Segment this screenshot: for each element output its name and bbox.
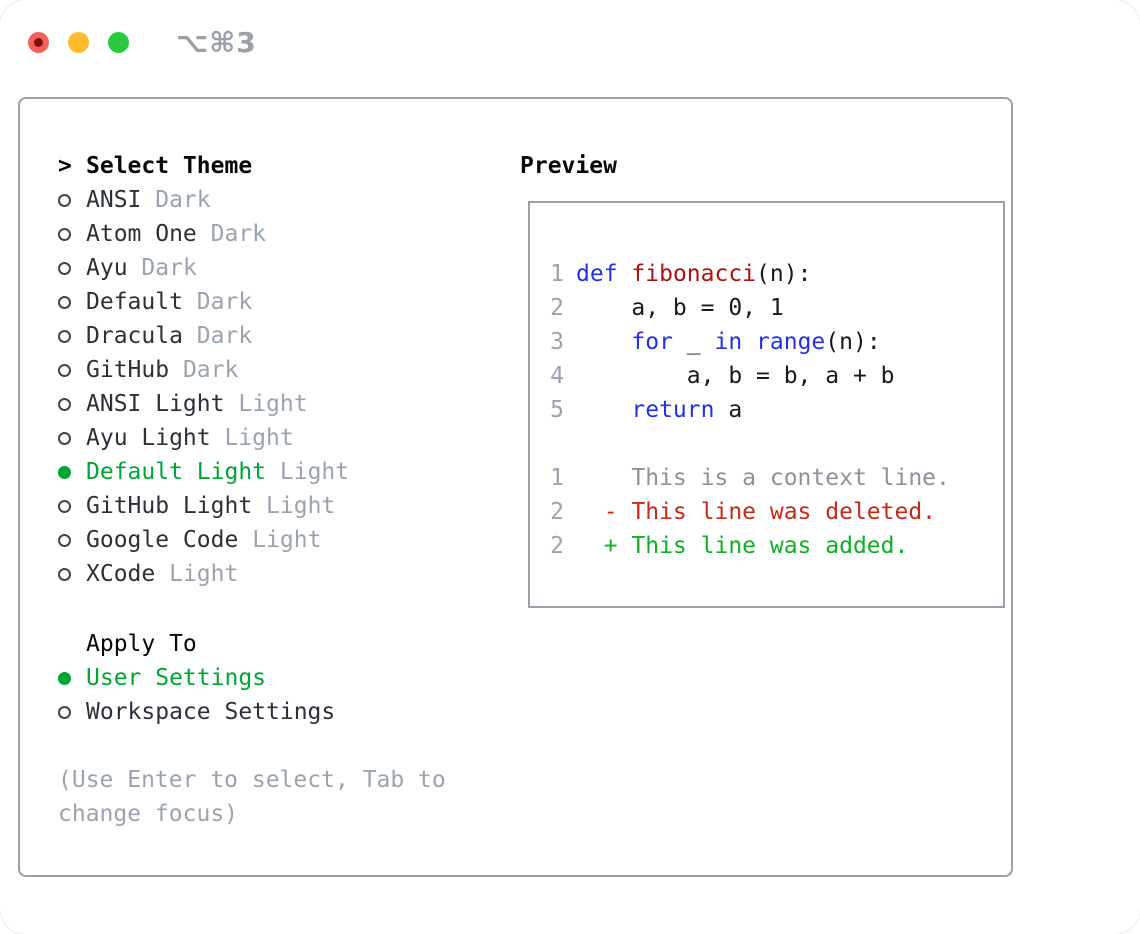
diff-line-deleted: 2 - This line was deleted.	[550, 495, 1003, 529]
theme-option-github-light-light[interactable]: GitHub Light Light	[58, 489, 520, 523]
theme-variant-label: Dark	[182, 357, 239, 383]
preview-diff: 1 This is a context line. 2 - This line …	[550, 461, 1003, 563]
left-column: > Select Theme ANSI Dark Atom One Dark A…	[58, 149, 520, 875]
zoom-button[interactable]	[108, 32, 129, 53]
theme-name-label: Google Code	[86, 527, 239, 553]
code-line: 3 for _ in range(n):	[550, 325, 1003, 359]
minimize-button[interactable]	[68, 32, 89, 53]
theme-variant-label: Dark	[196, 323, 253, 349]
preview-code: 1 def fibonacci(n): 2 a, b = 0, 1 3 for …	[550, 257, 1003, 427]
theme-name-label: Ayu Light	[86, 425, 211, 451]
theme-option-ansi-light-light[interactable]: ANSI Light Light	[58, 387, 520, 421]
theme-variant-label: Dark	[210, 221, 267, 247]
theme-name-label: GitHub	[86, 357, 170, 383]
theme-name-label: Default Light	[86, 459, 267, 485]
apply-to-title-row: Apply To	[58, 627, 520, 661]
radio-icon	[58, 671, 86, 685]
window-shortcut-label: ⌥⌘3	[176, 26, 257, 59]
apply-to-list: User Settings Workspace Settings	[58, 661, 520, 729]
theme-variant-label: Light	[266, 493, 336, 519]
close-dot-icon	[34, 38, 43, 47]
line-number: 4	[550, 363, 564, 389]
theme-list: ANSI Dark Atom One Dark Ayu Dark Default…	[58, 183, 520, 591]
theme-variant-label: Light	[224, 425, 294, 451]
theme-option-ayu-light-light[interactable]: Ayu Light Light	[58, 421, 520, 455]
preview-title-row: Preview	[520, 149, 1005, 183]
preview-box: 1 def fibonacci(n): 2 a, b = 0, 1 3 for …	[528, 201, 1005, 608]
theme-variant-label: Light	[169, 561, 239, 587]
theme-name-label: Default	[86, 289, 183, 315]
line-number: 3	[550, 329, 564, 355]
theme-name-label: ANSI	[86, 187, 142, 213]
code-line: 4 a, b = b, a + b	[550, 359, 1003, 393]
radio-icon	[58, 295, 86, 309]
help-text: (Use Enter to select, Tab to change focu…	[58, 767, 446, 827]
titlebar: ⌥⌘3	[28, 26, 257, 59]
theme-variant-label: Dark	[155, 187, 211, 213]
diff-line-context: 1 This is a context line.	[550, 461, 1003, 495]
radio-icon	[58, 397, 86, 411]
theme-list-title: > Select Theme	[58, 149, 520, 183]
code-line: 2 a, b = 0, 1	[550, 291, 1003, 325]
close-button[interactable]	[28, 32, 49, 53]
apply-option-label: Workspace Settings	[86, 699, 336, 725]
apply-to-heading: Apply To	[86, 631, 197, 657]
radio-icon	[58, 533, 86, 547]
theme-picker-panel: > Select Theme ANSI Dark Atom One Dark A…	[18, 97, 1013, 877]
code-line: 5 return a	[550, 393, 1003, 427]
line-number: 1	[550, 261, 564, 287]
theme-option-default-dark[interactable]: Default Dark	[58, 285, 520, 319]
theme-name-label: Ayu	[86, 255, 128, 281]
line-number: 1	[550, 465, 564, 491]
theme-variant-label: Light	[252, 527, 322, 553]
theme-option-google-code-light[interactable]: Google Code Light	[58, 523, 520, 557]
theme-option-atom-one-dark[interactable]: Atom One Dark	[58, 217, 520, 251]
theme-variant-label: Light	[238, 391, 308, 417]
line-number: 2	[550, 295, 564, 321]
theme-variant-label: Light	[279, 459, 350, 485]
theme-option-github-dark[interactable]: GitHub Dark	[58, 353, 520, 387]
apply-option-label: User Settings	[86, 665, 267, 691]
radio-icon	[58, 363, 86, 377]
radio-icon	[58, 465, 86, 479]
radio-icon	[58, 431, 86, 445]
apply-to-section: Apply To User Settings Workspace Setting…	[58, 627, 520, 729]
theme-name-label: GitHub Light	[86, 493, 253, 519]
apply-option-workspace-settings[interactable]: Workspace Settings	[58, 695, 520, 729]
line-number: 5	[550, 397, 564, 423]
diff-line-added: 2 + This line was added.	[550, 529, 1003, 563]
radio-icon	[58, 261, 86, 275]
theme-option-default-light-light[interactable]: Default Light Light	[58, 455, 520, 489]
radio-icon	[58, 499, 86, 513]
apply-option-user-settings[interactable]: User Settings	[58, 661, 520, 695]
radio-icon	[58, 193, 86, 207]
theme-name-label: Dracula	[86, 323, 183, 349]
radio-icon	[58, 705, 86, 719]
preview-heading: Preview	[520, 153, 617, 179]
focus-caret: >	[58, 153, 72, 179]
theme-variant-label: Dark	[196, 289, 253, 315]
radio-icon	[58, 567, 86, 581]
preview-column: Preview 1 def fibonacci(n): 2 a, b = 0, …	[520, 149, 1005, 875]
theme-variant-label: Dark	[141, 255, 197, 281]
theme-option-dracula-dark[interactable]: Dracula Dark	[58, 319, 520, 353]
code-line: 1 def fibonacci(n):	[550, 257, 1003, 291]
theme-name-label: Atom One	[86, 221, 197, 247]
theme-name-label: XCode	[86, 561, 156, 587]
line-number: 2	[550, 499, 564, 525]
radio-icon	[58, 329, 86, 343]
theme-option-ansi-dark[interactable]: ANSI Dark	[58, 183, 520, 217]
theme-name-label: ANSI Light	[86, 391, 225, 417]
select-theme-heading: Select Theme	[86, 153, 253, 179]
radio-icon	[58, 227, 86, 241]
theme-option-ayu-dark[interactable]: Ayu Dark	[58, 251, 520, 285]
line-number: 2	[550, 533, 564, 559]
theme-option-xcode-light[interactable]: XCode Light	[58, 557, 520, 591]
